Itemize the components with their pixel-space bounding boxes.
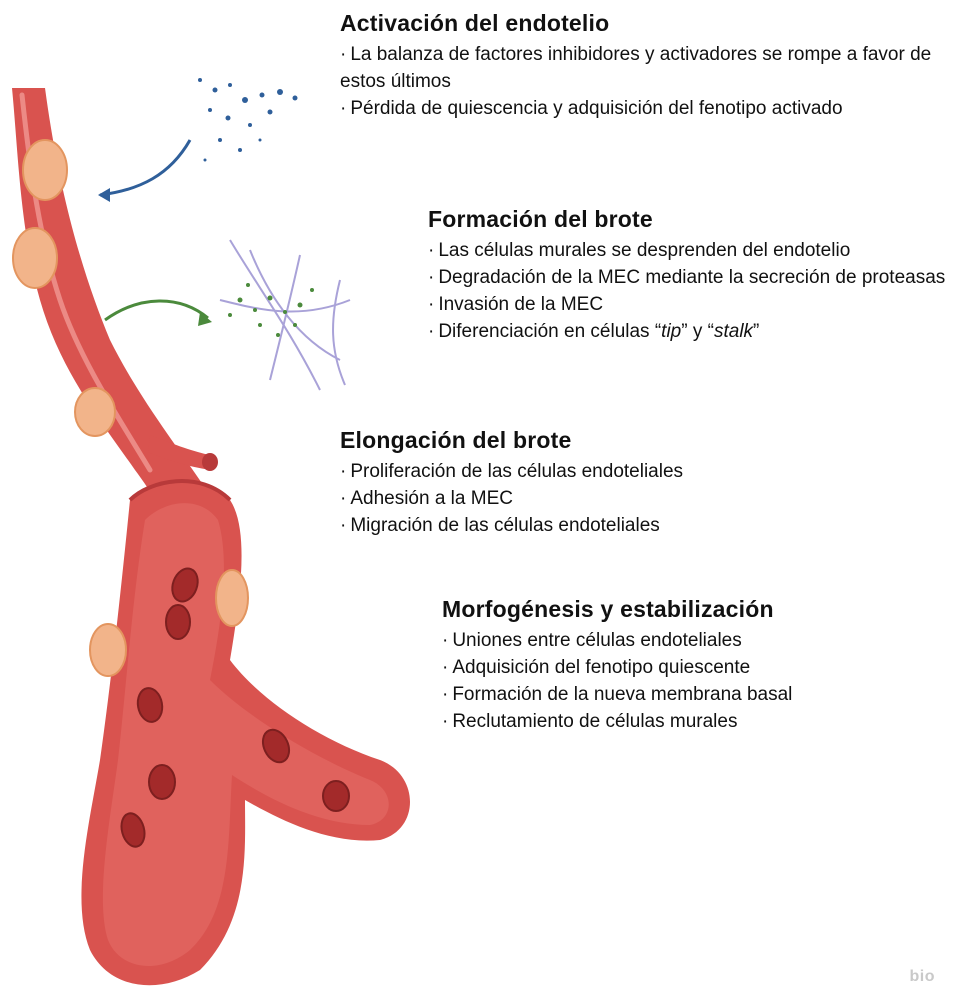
section-title: Elongación del brote (340, 427, 940, 454)
list-item: ·La balanza de factores inhibidores y ac… (340, 41, 940, 95)
list-item: ·Pérdida de quiescencia y adquisición de… (340, 95, 940, 122)
list-item: ·Proliferación de las células endotelial… (340, 458, 940, 485)
blue-arrow (100, 140, 190, 195)
section-title: Morfogénesis y estabilización (442, 596, 972, 623)
list-item: ·Migración de las células endoteliales (340, 512, 940, 539)
list-item: ·Las células murales se desprenden del e… (428, 237, 976, 264)
matrix-fibers (220, 240, 350, 390)
section-title: Activación del endotelio (340, 10, 940, 37)
list-item: ·Adhesión a la MEC (340, 485, 940, 512)
section-activacion: Activación del endotelio ·La balanza de … (340, 10, 940, 122)
blue-arrow-head (98, 188, 110, 202)
list-item: ·Degradación de la MEC mediante la secre… (428, 264, 976, 291)
watermark-logo: bio (910, 968, 936, 986)
list-item: ·Diferenciación en células “tip” y “stal… (428, 318, 976, 345)
section-elongacion: Elongación del brote ·Proliferación de l… (340, 427, 940, 539)
blue-factor-dots (198, 78, 298, 162)
list-item: ·Formación de la nueva membrana basal (442, 681, 972, 708)
section-morfogenesis: Morfogénesis y estabilización ·Uniones e… (442, 596, 972, 735)
list-item: ·Adquisición del fenotipo quiescente (442, 654, 972, 681)
section-title: Formación del brote (428, 206, 976, 233)
green-arrow (105, 301, 208, 320)
section-formacion: Formación del brote ·Las células murales… (428, 206, 976, 345)
list-item: ·Uniones entre células endoteliales (442, 627, 972, 654)
list-item: ·Reclutamiento de células murales (442, 708, 972, 735)
main-vessel-inner (103, 503, 389, 966)
list-item: ·Invasión de la MEC (428, 291, 976, 318)
side-branch-tip (202, 453, 218, 471)
